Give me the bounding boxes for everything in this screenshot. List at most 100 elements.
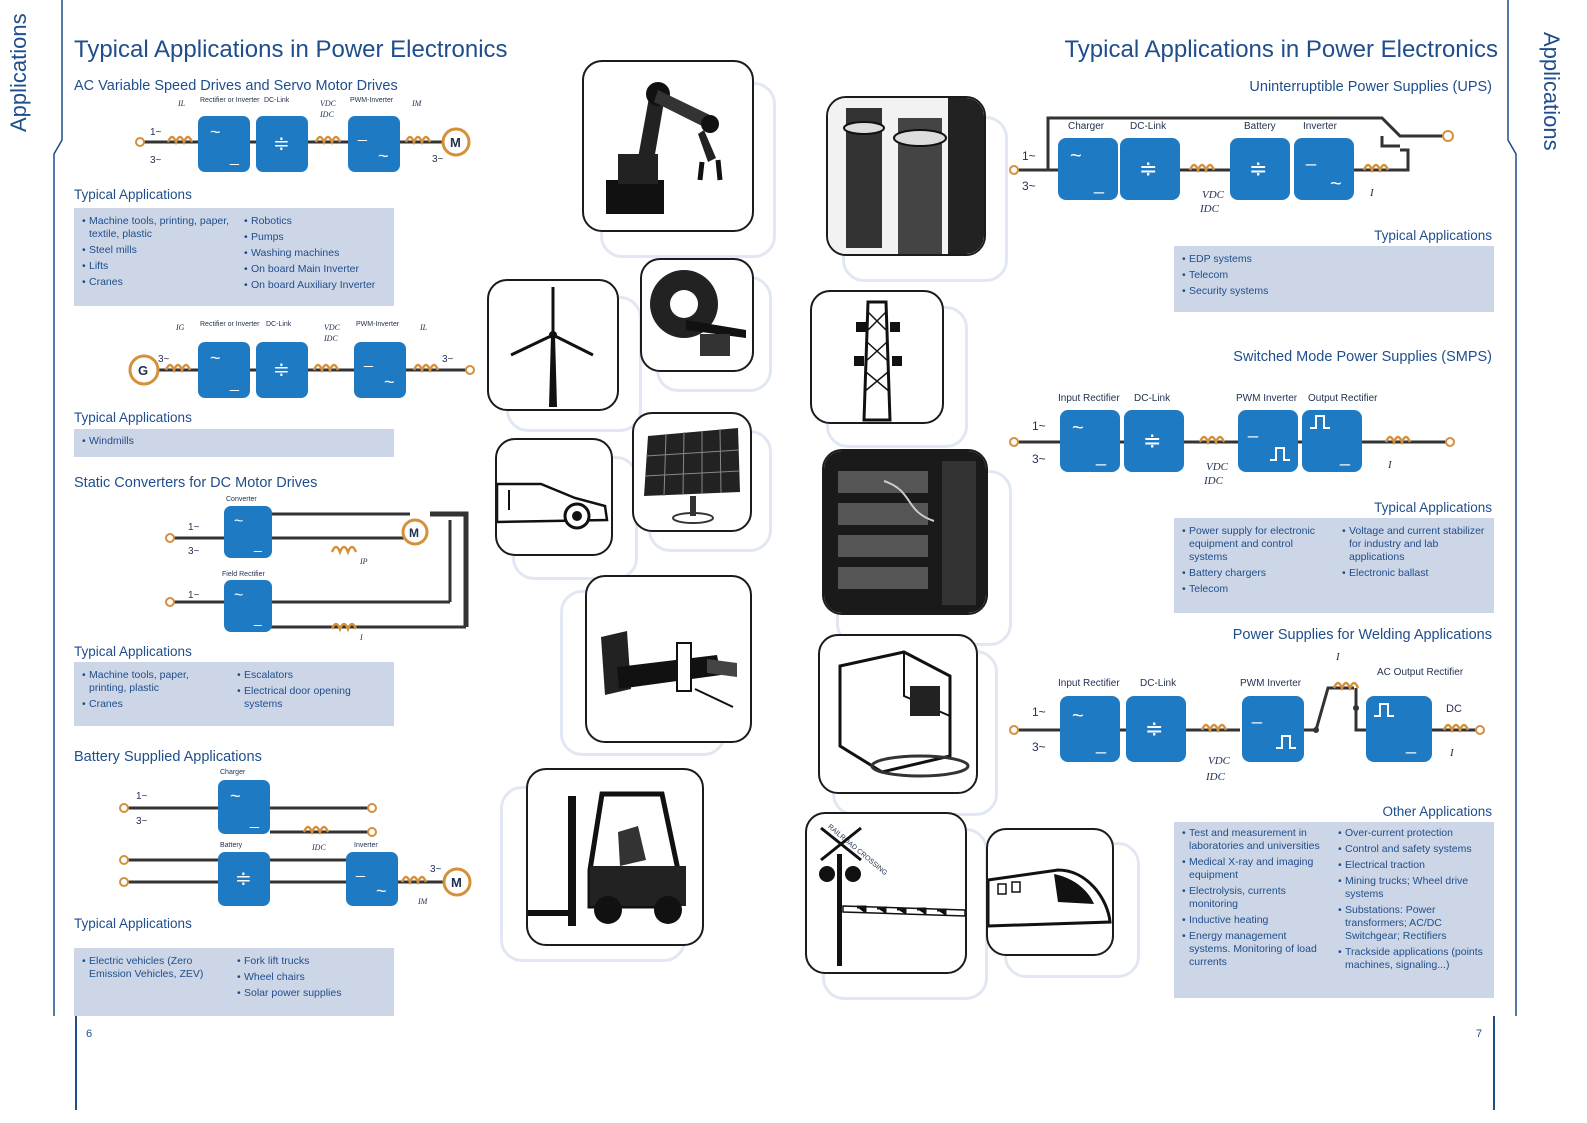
list-item: Inductive heating: [1182, 914, 1330, 927]
list-item: Escalators: [237, 669, 382, 682]
svg-text:PWM Inverter: PWM Inverter: [1240, 678, 1302, 689]
applications-list-battery-col2: Fork lift trucks Wheel chairs Solar powe…: [237, 955, 382, 1003]
section-title-dc-drives: Static Converters for DC Motor Drives: [74, 475, 318, 491]
industrial-machine-photo: [585, 575, 752, 743]
svg-text:3~: 3~: [430, 864, 442, 875]
list-item: EDP systems: [1182, 253, 1482, 266]
bullet-train-photo: [986, 828, 1114, 956]
svg-text:≑: ≑: [235, 868, 252, 890]
list-item: Voltage and current stabilizer for indus…: [1342, 525, 1487, 564]
list-item: Fork lift trucks: [237, 955, 382, 968]
list-item: Control and safety systems: [1338, 843, 1490, 856]
list-item: Energy management systems. Monitoring of…: [1182, 930, 1330, 969]
train-icon: [988, 868, 1112, 928]
svg-text:~: ~: [234, 587, 243, 604]
svg-text:~: ~: [384, 372, 395, 392]
svg-text:IDC: IDC: [319, 110, 334, 119]
list-item: Lifts: [82, 260, 232, 273]
welding-machine-photo: [818, 634, 978, 794]
svg-text:1~: 1~: [1032, 705, 1046, 719]
section-title-welding: Power Supplies for Welding Applications: [1232, 627, 1492, 643]
typical-title-welding: Other Applications: [1382, 804, 1492, 819]
svg-text:IDC: IDC: [1203, 475, 1224, 487]
svg-text:3~: 3~: [150, 155, 162, 166]
applications-list-dc-drives-col1: Machine tools, paper, printing, plastic …: [82, 669, 222, 714]
svg-text:_: _: [253, 610, 262, 626]
ac-drives-diagram: ~_ ≑ _~ M 1~ 3~ 3~ IL Rectifier or Inver…: [135, 97, 471, 172]
page-number-right: 7: [1476, 1028, 1483, 1040]
forklift-icon: [528, 791, 686, 926]
svg-text:IDC: IDC: [323, 334, 338, 343]
svg-text:PWM-Inverter: PWM-Inverter: [350, 97, 394, 104]
svg-text:1~: 1~: [150, 127, 162, 138]
svg-text:_: _: [1247, 418, 1259, 439]
typical-title-ups: Typical Applications: [1374, 228, 1492, 243]
svg-text:3~: 3~: [432, 154, 444, 165]
mri-scanner-photo: [640, 258, 754, 372]
svg-text:DC-Link: DC-Link: [264, 97, 290, 104]
applications-list-ac-drives-col2: Robotics Pumps Washing machines On board…: [244, 215, 389, 295]
solar-panel-icon: [644, 428, 740, 524]
typical-title-dc-drives: Typical Applications: [74, 644, 192, 659]
list-item: Washing machines: [244, 247, 389, 260]
applications-box-other: Test and measurement in laboratories and…: [1174, 822, 1494, 998]
list-item: Windmills: [82, 435, 386, 448]
list-item: Steel mills: [82, 244, 232, 257]
applications-box-ups: EDP systems Telecom Security systems: [1174, 246, 1494, 312]
list-item: Substations: Power transformers; AC/DC S…: [1338, 904, 1490, 943]
smps-diagram: ~_ ≑ _ _ Input Rectifier DC-Link PWM Inv…: [1009, 393, 1455, 487]
svg-text:~: ~: [210, 122, 221, 142]
list-item: Electrolysis, currents monitoring: [1182, 885, 1330, 911]
car-photo: [495, 438, 613, 556]
applications-list-ac-drives-col1: Machine tools, printing, paper, textile,…: [82, 215, 232, 292]
svg-text:_: _: [357, 125, 368, 142]
svg-text:DC-Link: DC-Link: [1140, 678, 1177, 689]
svg-text:3~: 3~: [136, 816, 148, 827]
list-item: Robotics: [244, 215, 389, 228]
svg-text:_: _: [1251, 704, 1263, 725]
generator-symbol: G: [138, 363, 148, 378]
wind-turbine-icon: [510, 287, 594, 407]
svg-text:3~: 3~: [1032, 740, 1046, 754]
list-item: Battery chargers: [1182, 567, 1330, 580]
list-item: Telecom: [1182, 269, 1482, 282]
list-item: Electronic ballast: [1342, 567, 1487, 580]
section-title-battery: Battery Supplied Applications: [74, 749, 262, 765]
power-plant-photo: [826, 96, 986, 256]
list-item: Electrical door opening systems: [237, 685, 382, 711]
applications-box-windmill: Windmills: [74, 429, 394, 457]
applications-list-other-col1: Test and measurement in laboratories and…: [1182, 827, 1330, 972]
welding-diagram: ~_ ≑ _ _ Input Rectifier DC-Link PWM Inv…: [1009, 651, 1485, 783]
svg-text:Input Rectifier: Input Rectifier: [1058, 393, 1120, 404]
list-item: Wheel chairs: [237, 971, 382, 984]
svg-text:_: _: [229, 375, 240, 392]
svg-text:_: _: [1339, 446, 1351, 467]
svg-text:3~: 3~: [442, 354, 454, 365]
page-title-right: Typical Applications in Power Electronic…: [1064, 36, 1498, 63]
svg-text:Converter: Converter: [226, 496, 257, 503]
svg-text:3~: 3~: [1022, 179, 1036, 193]
svg-text:IDC: IDC: [1199, 203, 1220, 215]
svg-text:IM: IM: [417, 897, 429, 906]
motor-symbol: M: [409, 526, 419, 540]
car-icon: [497, 482, 609, 530]
telecom-tower-photo: [810, 290, 944, 424]
svg-text:~: ~: [376, 881, 387, 901]
list-item: Cranes: [82, 276, 232, 289]
svg-text:Inverter: Inverter: [1303, 121, 1338, 132]
list-item: Solar power supplies: [237, 987, 382, 1000]
list-item: Cranes: [82, 698, 222, 711]
battery-diagram: ~_ ≑ _~ M Charger Battery Inverter 1~ 3~…: [119, 769, 472, 906]
list-item: Electrical traction: [1338, 859, 1490, 872]
svg-text:≑: ≑: [1139, 156, 1157, 181]
svg-text:_: _: [1095, 446, 1107, 467]
svg-text:DC-Link: DC-Link: [1134, 393, 1171, 404]
svg-text:VDC: VDC: [1206, 461, 1229, 473]
svg-text:I: I: [359, 633, 363, 642]
svg-text:Charger: Charger: [1068, 121, 1105, 132]
svg-text:Output Rectifier: Output Rectifier: [1308, 393, 1378, 404]
svg-text:IL: IL: [419, 323, 428, 332]
list-item: On board Auxiliary Inverter: [244, 279, 389, 292]
svg-text:IP: IP: [359, 557, 368, 566]
mri-scanner-icon: [650, 270, 746, 356]
